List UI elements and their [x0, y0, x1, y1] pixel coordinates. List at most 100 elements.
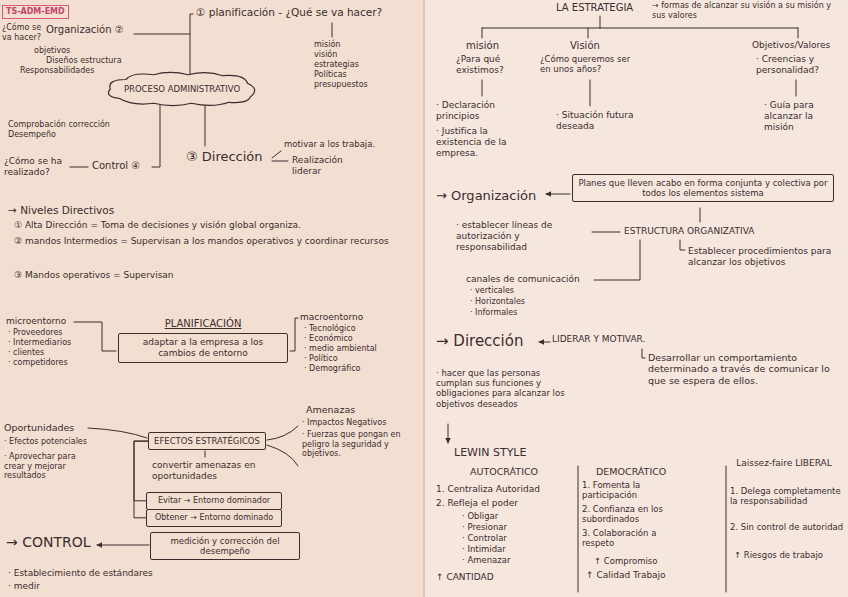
branch-line	[600, 16, 601, 28]
handwritten-note: visión	[314, 50, 337, 60]
handwritten-note: · Proveedores	[8, 328, 63, 338]
handwritten-note: AUTOCRÁTICO	[470, 466, 538, 477]
box-text: Evitar → Entorno dominador	[152, 496, 276, 506]
branch-line	[796, 80, 797, 96]
box-text: adaptar a la empresa a los cambios de en…	[118, 333, 288, 363]
handwritten-note: 2. Sin control de autoridad	[730, 522, 844, 532]
bracket-line	[290, 318, 298, 351]
option-box: Evitar → Entorno dominador	[146, 492, 282, 510]
handwritten-note: · medir	[8, 581, 40, 592]
handwritten-note: ↑ Calidad Trabajo	[586, 570, 666, 581]
handwritten-note: Comprobación corrección Desempeño	[8, 120, 112, 139]
handwritten-note: estrategias	[314, 60, 359, 70]
branch-line	[205, 451, 206, 457]
handwritten-note: Establecer procedimientos para alcanzar …	[688, 246, 838, 268]
handwritten-note: · Económico	[304, 334, 353, 344]
handwritten-note: 1. Centraliza Autoridad	[436, 484, 540, 495]
handwritten-note: Realización liderar	[292, 155, 356, 177]
handwritten-note: objetivos	[34, 46, 70, 56]
branch-line	[590, 80, 591, 106]
handwritten-note: → formas de alcanzar su visión a su misi…	[652, 1, 838, 20]
handwritten-note: · Justifica la existencia de la empresa.	[436, 126, 520, 158]
handwritten-note: ¿Cómo se ha realizado?	[4, 156, 66, 178]
handwritten-note: Desarrollar un comportamiento determinad…	[648, 352, 842, 386]
handwritten-note: 3. Colaboración a respeto	[582, 528, 678, 548]
handwritten-note: · Amenazar	[462, 555, 511, 565]
handwritten-note: DEMOCRÁTICO	[596, 466, 666, 477]
handwritten-note: ③ Dirección	[186, 149, 263, 165]
handwritten-note: → Organización	[436, 188, 536, 204]
box-text: Obtener → Entorno dominado	[152, 513, 276, 523]
handwritten-note: ¿Cómo queremos ser en unos años?	[540, 54, 640, 74]
branch-line	[272, 161, 288, 162]
handwritten-note: · Guía para alcanzar la misión	[764, 100, 836, 132]
handwritten-note: · medio ambiental	[304, 344, 377, 354]
curve-line	[267, 445, 298, 466]
handwritten-note: · Tecnológico	[304, 324, 356, 334]
branch-line	[134, 34, 190, 35]
handwritten-note: ↑ CANTIDAD	[436, 572, 494, 583]
handwritten-note: · Presionar	[462, 522, 507, 532]
handwritten-note: microentorno	[6, 316, 66, 327]
handwritten-note: · Establecimiento de estándares	[8, 568, 153, 579]
handwritten-note: misión	[314, 40, 340, 50]
handwritten-note: LEWIN STYLE	[454, 446, 526, 459]
handwritten-note: → Dirección	[436, 332, 523, 350]
handwritten-note: LA ESTRATEGIA	[556, 2, 633, 14]
bracket-line	[74, 322, 116, 351]
handwritten-note: ¿Para qué existimos?	[456, 54, 526, 76]
box-text: EFECTOS ESTRATÉGICOS	[154, 436, 260, 446]
definition-box: Planes que lleven acabo en forma conjunt…	[572, 174, 834, 202]
box-text: TS-ADM-EMD	[6, 7, 65, 17]
branch-line	[592, 232, 620, 233]
handwritten-note: Responsabilidades	[20, 66, 94, 76]
curve-line	[267, 426, 298, 440]
handwritten-note: Organización ②	[46, 24, 124, 36]
handwritten-note: ¿Cómo se va hacer?	[2, 23, 44, 42]
handwritten-note: ESTRUCTURA ORGANIZATIVA	[624, 226, 754, 237]
handwritten-note: · Intermediarios	[8, 338, 71, 348]
handwritten-note: Amenazas	[306, 404, 355, 415]
arrow-line	[97, 545, 149, 546]
handwritten-note: · competidores	[8, 358, 68, 368]
box-text: medición y corrección del desempeño	[156, 536, 294, 556]
handwritten-note: · Aprovechar para crear y mejorar result…	[4, 452, 84, 481]
handwritten-note: misión	[466, 40, 499, 52]
curve-line	[88, 428, 147, 438]
handwritten-note: · Político	[304, 354, 338, 364]
branch-line	[332, 23, 333, 37]
handwritten-note: LIDERAR Y MOTIVAR.	[552, 334, 645, 345]
handwritten-note: · establecer líneas de autorización y re…	[456, 220, 588, 252]
handwritten-note: · clientes	[8, 348, 44, 358]
handwritten-note: 2. Confianza en los subordinados	[582, 504, 720, 524]
cloud-shape	[108, 72, 254, 105]
handwritten-note: · Controlar	[462, 533, 507, 543]
handwritten-note: · Obligar	[462, 511, 498, 521]
handwritten-note: convertir amenazas en oportunidades	[152, 460, 262, 482]
concept-box: EFECTOS ESTRATÉGICOS	[148, 432, 266, 450]
branch-line	[70, 167, 88, 168]
branch-line	[272, 151, 281, 158]
handwritten-note: · Horizontales	[470, 297, 525, 307]
concept-box: PLANIFICACIÓNadaptar a la empresa a los …	[118, 318, 288, 363]
branch-line	[594, 240, 640, 280]
handwritten-note: · Creencias y personalidad?	[756, 54, 836, 76]
handwritten-note: ② mandos Intermedios = Supervisan a los …	[14, 236, 404, 247]
handwritten-note: Laissez-faire LIBERAL	[736, 458, 832, 469]
handwritten-note: Diseños estructura	[46, 56, 122, 66]
arrow-line	[546, 194, 570, 195]
handwritten-note: Control ④	[92, 160, 140, 172]
handwritten-note: Oportunidades	[4, 422, 74, 433]
handwritten-note: ③ Mandos operativos = Supervisan	[14, 270, 404, 281]
arrow-line	[539, 342, 550, 343]
handwritten-note: presupuestos	[314, 80, 368, 90]
definition-box: medición y corrección del desempeño	[150, 532, 300, 560]
branch-line	[482, 28, 798, 29]
handwritten-note: · Declaración principios	[436, 100, 512, 122]
handwritten-note: · verticales	[470, 286, 514, 296]
handwritten-note: · Informales	[470, 308, 517, 318]
course-tag: TS-ADM-EMD	[2, 5, 69, 19]
handwritten-note: → CONTROL	[6, 534, 91, 551]
handwritten-note: · Demográfico	[304, 364, 360, 374]
handwritten-note: ① planificación - ¿Qué se va hacer?	[196, 6, 382, 19]
